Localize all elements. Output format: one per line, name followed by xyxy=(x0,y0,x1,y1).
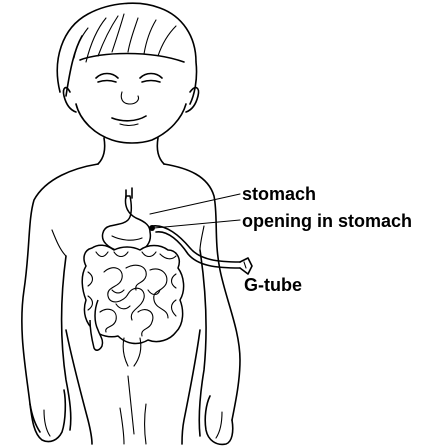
label-opening-in-stomach: opening in stomach xyxy=(242,211,412,231)
left-eye-icon xyxy=(96,74,118,79)
intestines xyxy=(82,245,183,366)
label-g-tube: G-tube xyxy=(244,275,302,295)
opening-leader-line xyxy=(154,220,240,228)
right-eye-icon xyxy=(140,74,162,79)
stomach-organ xyxy=(103,188,155,253)
stomach-leader-line xyxy=(150,194,240,214)
leader-lines xyxy=(150,194,240,228)
child-hair xyxy=(57,3,196,104)
child-face xyxy=(63,74,198,144)
label-stomach: stomach xyxy=(242,184,316,204)
